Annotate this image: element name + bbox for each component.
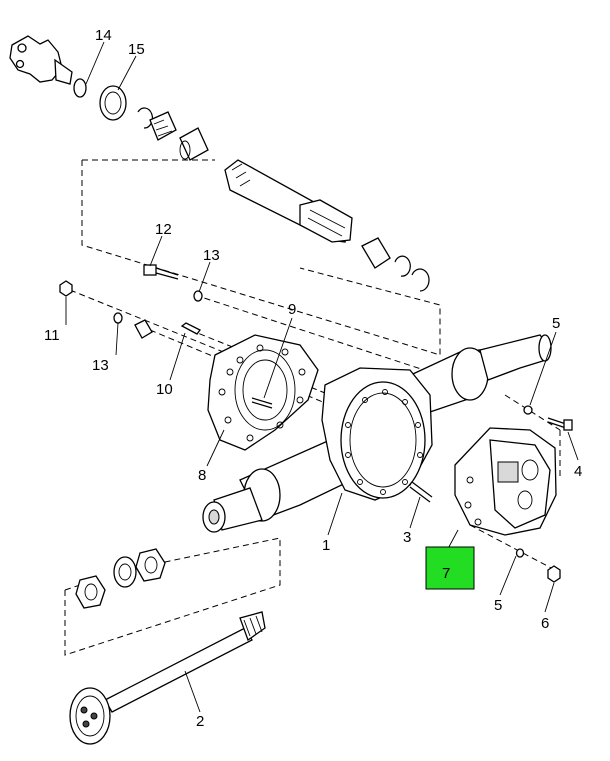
callout-11[interactable]: 11 [44,327,60,344]
callout-13-lower[interactable]: 13 [92,357,109,374]
callout-7[interactable]: 7 [442,565,450,582]
pinion-shaft [224,159,430,292]
axle-shaft [69,611,266,745]
snap-ring [137,107,153,129]
nut-6 [547,565,561,583]
carrier-plate [207,334,319,451]
callout-5-upper[interactable]: 5 [552,315,560,332]
callout-10[interactable]: 10 [156,381,173,398]
callout-8[interactable]: 8 [198,467,206,484]
nut-11 [59,280,73,297]
dowel-10 [180,322,201,335]
callout-15[interactable]: 15 [128,41,145,58]
pinion-bearing-cup [179,127,209,161]
axle-nut-stack [75,548,166,609]
stud-3 [409,481,433,503]
differential-cover [454,427,557,536]
washer-5-upper [523,405,533,415]
bolt-4 [547,417,573,431]
washer-13-upper [193,290,203,302]
callout-4[interactable]: 4 [574,463,582,480]
callout-labels: 14 15 12 13 11 13 10 9 8 1 2 3 4 5 5 6 7 [44,27,582,730]
callout-14[interactable]: 14 [95,27,112,44]
callout-6[interactable]: 6 [541,615,549,632]
callout-12[interactable]: 12 [155,221,172,238]
callout-2[interactable]: 2 [196,713,204,730]
callout-13-upper[interactable]: 13 [203,247,220,264]
washer-13-lower [113,312,123,324]
washer-5-lower [515,548,525,558]
callout-7-highlight[interactable] [425,546,475,590]
leader-lines [65,41,579,713]
axle-housing [202,334,552,533]
stud-9 [251,397,273,409]
callout-3[interactable]: 3 [403,529,411,546]
callout-1[interactable]: 1 [322,537,330,554]
bolt-12 [143,264,179,280]
pinion-bearing-cone [149,111,177,141]
assembly-guide-lines [64,159,561,656]
pinion-yoke [9,35,87,98]
pinion-seal [99,85,127,121]
callout-9[interactable]: 9 [288,301,296,318]
bushing [134,319,153,339]
callout-5-lower[interactable]: 5 [494,597,502,614]
